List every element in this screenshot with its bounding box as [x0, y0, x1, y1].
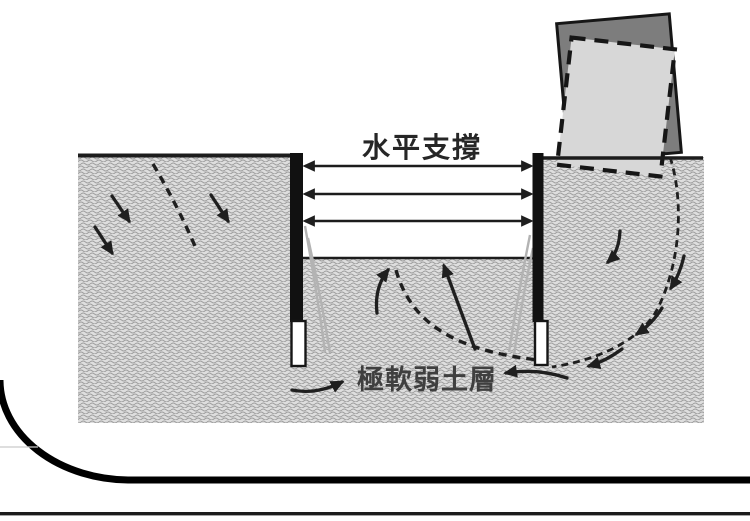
settlement-dashed-curve: [151, 163, 199, 252]
settlement-arrow: [110, 194, 131, 224]
right-wall-deflection-line: [507, 234, 532, 353]
heave-arrow-straight: [441, 263, 477, 351]
failure-arc-dashed: [551, 156, 680, 369]
settlement-arrow: [93, 225, 114, 256]
failure-arc-arrow: [634, 306, 664, 336]
right-wall-toe: [533, 319, 549, 367]
left-wall-deflection-line: [306, 237, 332, 354]
heave-dashed-curve: [394, 269, 539, 362]
building-tilted-rect: [554, 35, 678, 179]
building-tilted: [554, 35, 678, 179]
label-arrow-right: [503, 364, 569, 380]
failure-arc-arrow: [586, 347, 624, 370]
heave-arrow-curved: [374, 267, 390, 315]
label-arrow-left: [290, 380, 345, 394]
settlement-arrow: [209, 193, 230, 224]
left-retaining-wall: [290, 153, 303, 322]
horizontal-struts-label: 水平支撐: [362, 131, 482, 164]
right-settlement-arrow: [605, 229, 622, 264]
soft-soil-layer-label: 極軟弱土層: [357, 365, 497, 396]
right-retaining-wall: [532, 153, 544, 322]
left-wall-toe: [290, 319, 307, 368]
right-wall-deflection-line: [512, 247, 535, 356]
failure-arc-arrow: [669, 254, 686, 291]
bottom-rule: [0, 512, 750, 516]
frame-rounded-corner: [0, 379, 750, 484]
